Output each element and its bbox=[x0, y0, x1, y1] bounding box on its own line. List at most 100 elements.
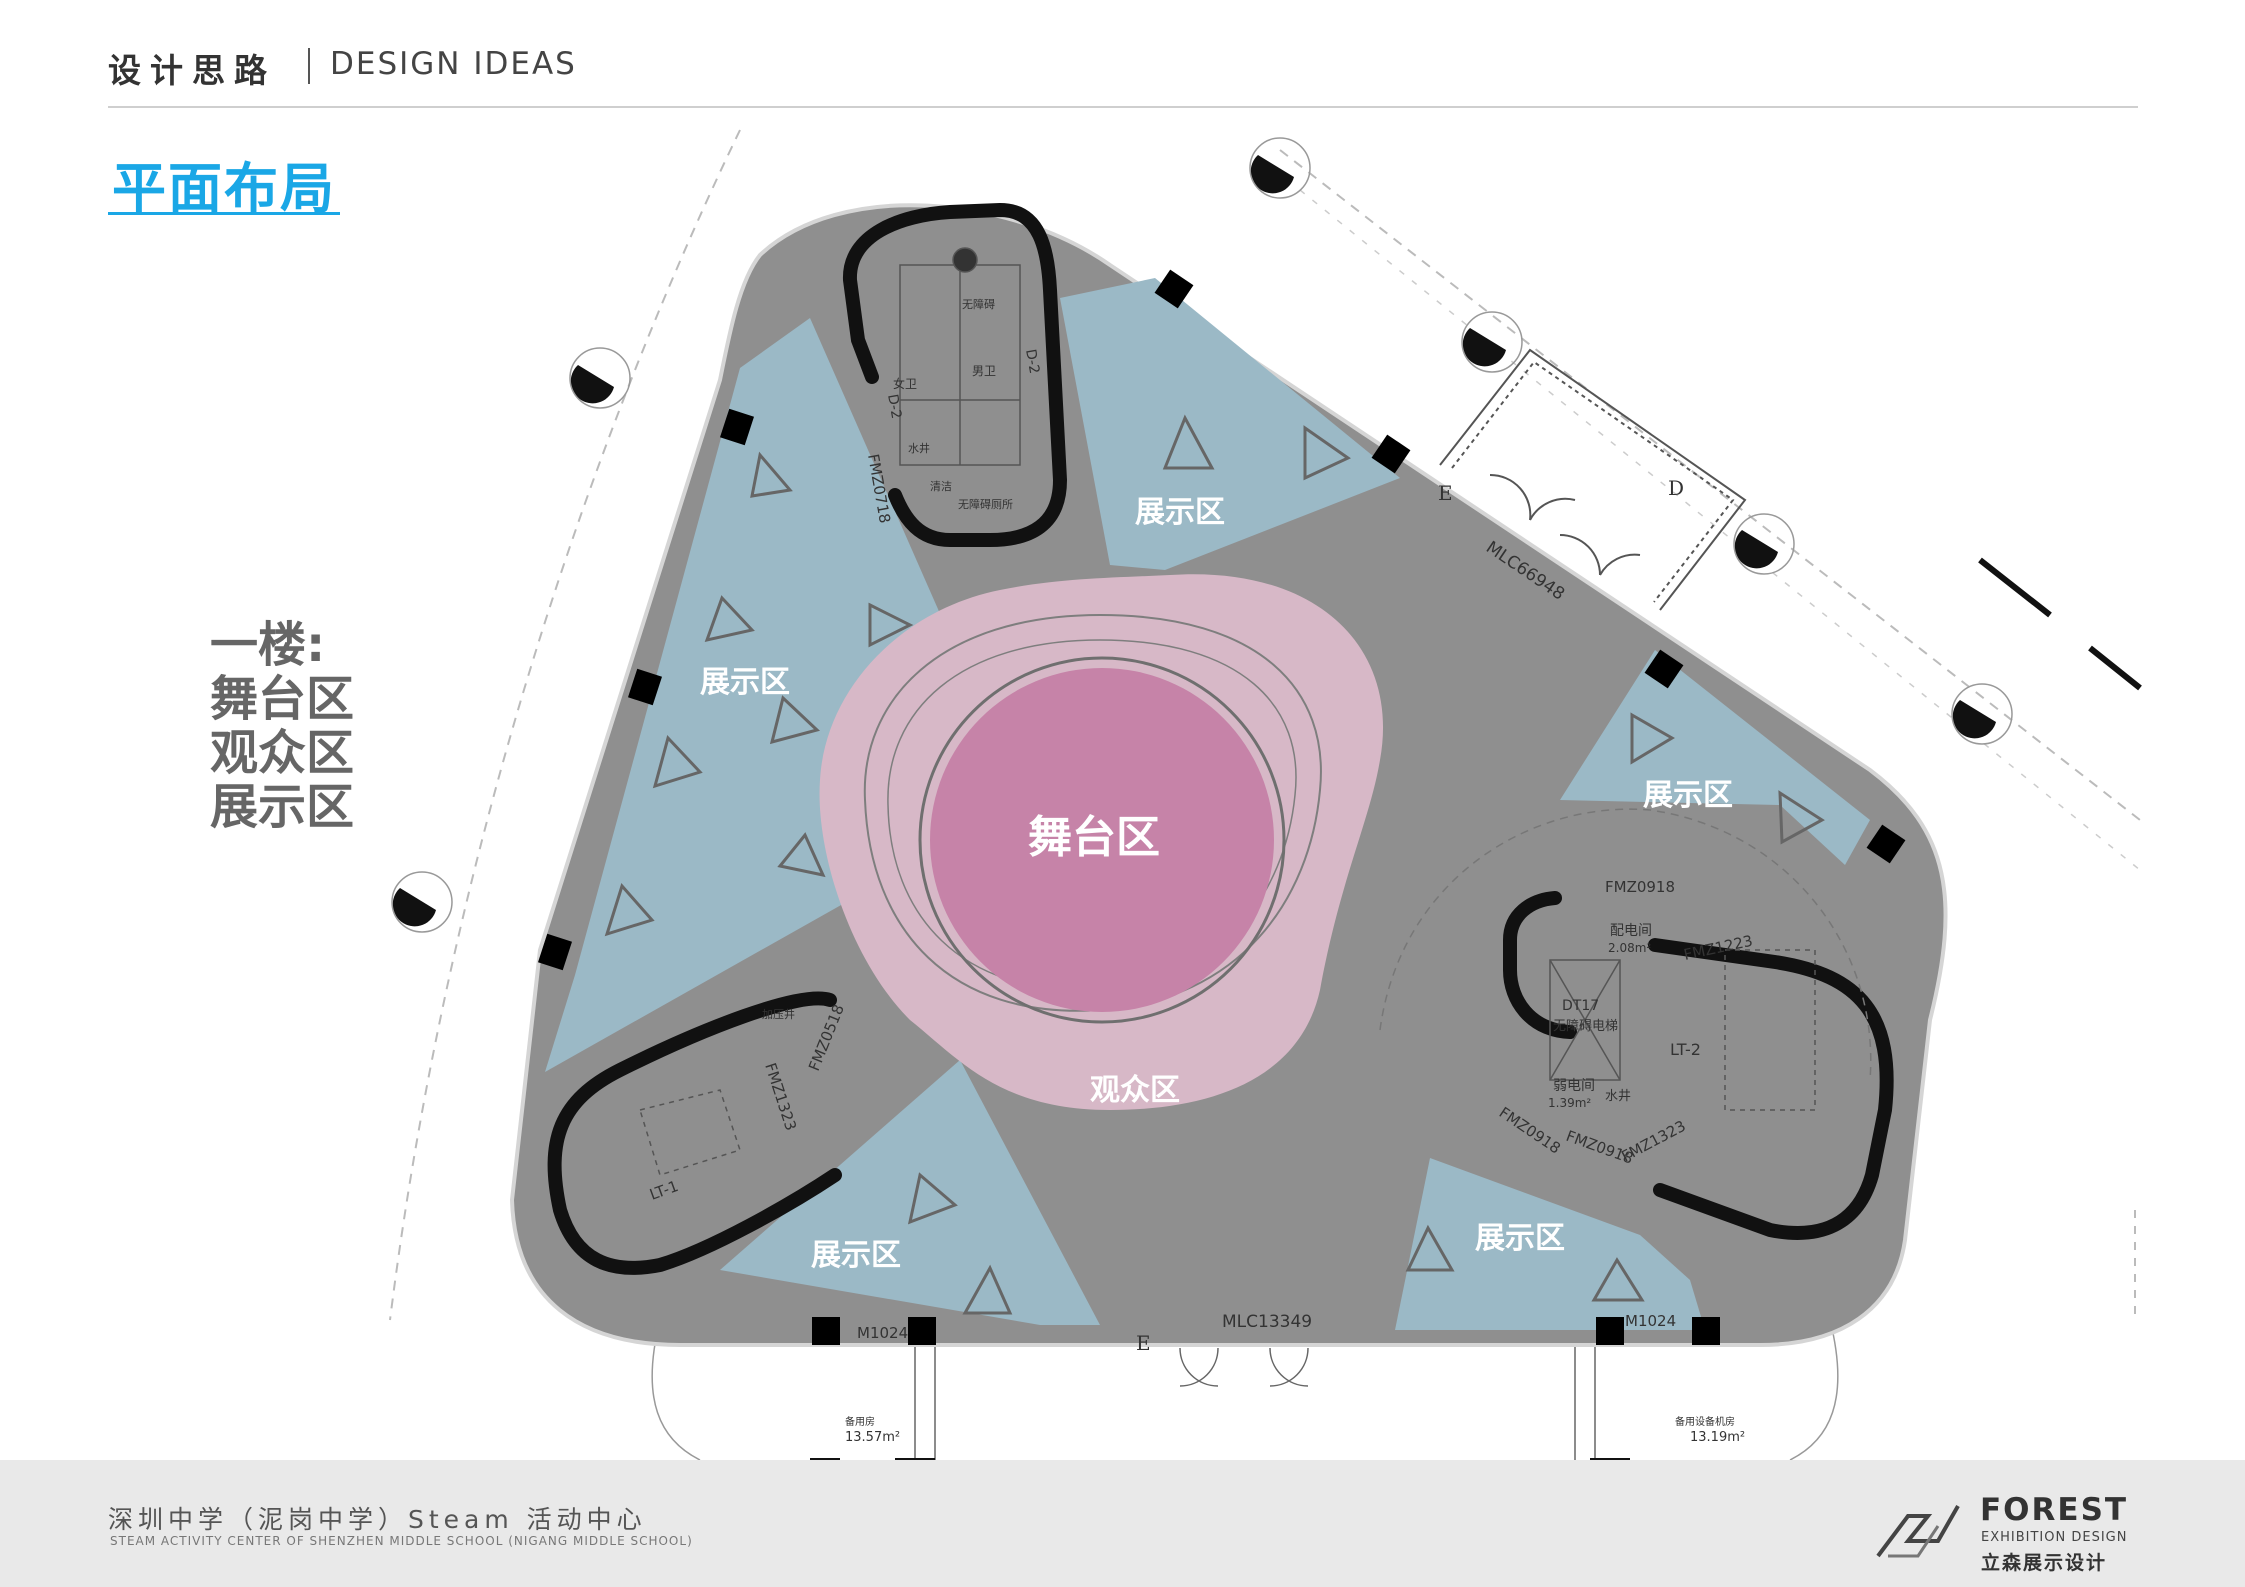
dash-mark-1 bbox=[1978, 557, 2052, 618]
column bbox=[720, 408, 754, 446]
exhibit-zone-bottom-left bbox=[720, 1060, 1100, 1325]
room-spare-right-area: 13.19m² bbox=[1690, 1430, 1745, 1445]
triangle-marker bbox=[1778, 790, 1825, 845]
project-name-cn: 深圳中学（泥岗中学）Steam 活动中心 bbox=[108, 1505, 647, 1534]
triangle-marker bbox=[1303, 425, 1351, 481]
audience-label: 观众区 bbox=[1090, 1073, 1180, 1108]
floor-area-1: 舞台区 bbox=[210, 671, 355, 727]
column bbox=[908, 1317, 936, 1345]
triangle-marker bbox=[777, 832, 826, 878]
column bbox=[538, 933, 572, 971]
door-code-fmz0918-top: FMZ0918 bbox=[1605, 878, 1675, 896]
triangle-marker bbox=[704, 595, 755, 643]
dash-mark-2 bbox=[2088, 645, 2142, 691]
column bbox=[1154, 269, 1194, 309]
toilet-core-wall bbox=[843, 202, 1068, 547]
stage-ring bbox=[918, 656, 1286, 1024]
window-code-mlc13349: MLC13349 bbox=[1222, 1312, 1312, 1332]
axis-e-bottom: E bbox=[1136, 1331, 1151, 1355]
axis-d: D bbox=[1668, 476, 1684, 500]
exhibit-zone-right bbox=[1560, 650, 1870, 865]
triangle-marker bbox=[604, 883, 655, 937]
room-accessible-wc: 无障碍厕所 bbox=[958, 497, 1013, 511]
room-weak-area: 1.39m² bbox=[1548, 1096, 1591, 1110]
triangle-marker bbox=[652, 735, 703, 789]
room-power: 配电间 bbox=[1610, 923, 1652, 939]
interior-lines bbox=[639, 247, 1872, 1176]
bottom-entrance bbox=[651, 1319, 1839, 1460]
section-underline bbox=[108, 212, 340, 215]
triangle-marker bbox=[1405, 1224, 1455, 1272]
stair-core-left-wall bbox=[547, 991, 842, 1275]
logo-word: FOREST bbox=[1980, 1492, 2129, 1528]
stair-core-right-wall bbox=[1503, 891, 1577, 1039]
project-name-en: STEAM ACTIVITY CENTER OF SHENZHEN MIDDLE… bbox=[110, 1534, 693, 1548]
triangle-marker bbox=[1162, 414, 1215, 470]
room-weak: 弱电间 bbox=[1553, 1078, 1595, 1094]
triangle-marker bbox=[962, 1264, 1013, 1315]
exhibit-label-bottom-left: 展示区 bbox=[811, 1238, 901, 1273]
room-male-wc: 男卫 bbox=[972, 364, 996, 378]
logo-mark bbox=[1876, 1505, 1960, 1558]
floor-area-2: 观众区 bbox=[210, 725, 355, 781]
triangle-marker bbox=[868, 602, 914, 648]
title-divider bbox=[308, 48, 310, 84]
room-water-left: 水井 bbox=[908, 441, 930, 455]
floor-heading: 一楼: bbox=[210, 617, 326, 673]
exhibit-label-left: 展示区 bbox=[700, 665, 790, 700]
tree-icon bbox=[570, 365, 614, 404]
tree-icon bbox=[1952, 700, 1996, 739]
company-logo: FOREST EXHIBITION DESIGN 立森展示设计 bbox=[1868, 1482, 2148, 1574]
entrance-canopy bbox=[1439, 348, 1747, 611]
exhibit-label-top: 展示区 bbox=[1135, 495, 1225, 530]
tree-icon bbox=[1250, 155, 1294, 194]
column bbox=[628, 668, 662, 706]
triangle-marker bbox=[1630, 712, 1675, 765]
exhibit-zone-top bbox=[1060, 278, 1400, 570]
door-code-m1024-right: M1024 bbox=[1625, 1312, 1676, 1330]
site-boundary-right bbox=[1279, 149, 2141, 821]
tree-icon bbox=[1462, 328, 1506, 367]
triangle-marker bbox=[907, 1172, 958, 1225]
stage-label: 舞台区 bbox=[1028, 812, 1160, 863]
column bbox=[1692, 1317, 1720, 1345]
room-accessible-top: 无障碍 bbox=[962, 297, 995, 311]
triangle-marker bbox=[769, 695, 820, 745]
floor-area-3: 展示区 bbox=[210, 779, 355, 835]
column bbox=[812, 1317, 840, 1345]
column bbox=[1596, 1317, 1624, 1345]
footer: 深圳中学（泥岗中学）Steam 活动中心 STEAM ACTIVITY CENT… bbox=[0, 1460, 2245, 1587]
site-boundary-right-2 bbox=[1299, 189, 2141, 871]
exhibit-label-right: 展示区 bbox=[1643, 778, 1733, 813]
elevator-code: DT17 bbox=[1562, 998, 1599, 1014]
exhibit-label-bottom-right: 展示区 bbox=[1475, 1221, 1565, 1256]
door-code-d2-b: D-2 bbox=[1022, 348, 1042, 375]
column bbox=[1371, 434, 1411, 474]
stair-core-right-wall-2 bbox=[1648, 938, 1894, 1240]
section-title: 平面布局 bbox=[112, 157, 336, 220]
room-janitor: 清洁 bbox=[930, 480, 952, 493]
floor-plan: 舞台区 观众区 展示区 展示区 展示区 展示区 展示区 FMZ0718 MLC6… bbox=[389, 129, 2142, 1460]
header-rule bbox=[108, 106, 2138, 108]
room-spare-left-area: 13.57m² bbox=[845, 1430, 900, 1445]
exhibit-markers bbox=[604, 414, 1825, 1315]
room-spare-left: 备用房 bbox=[845, 1415, 875, 1428]
elevator-label: 无障碍电梯 bbox=[1553, 1019, 1618, 1034]
room-smoke-shaft: 加压井 bbox=[762, 1007, 795, 1021]
zone-labels: 舞台区 观众区 展示区 展示区 展示区 展示区 展示区 bbox=[700, 495, 1733, 1273]
room-spare-right: 备用设备机房 bbox=[1675, 1415, 1735, 1428]
room-female-wc: 女卫 bbox=[893, 376, 917, 391]
room-water-right: 水井 bbox=[1605, 1089, 1631, 1104]
stage-area bbox=[930, 668, 1274, 1012]
core-walls bbox=[547, 202, 1894, 1275]
logo-subtitle: EXHIBITION DESIGN bbox=[1981, 1530, 2128, 1545]
page-title-en: DESIGN IDEAS bbox=[330, 46, 577, 82]
structural-columns bbox=[538, 269, 1906, 1345]
logo-cn: 立森展示设计 bbox=[1981, 1552, 2108, 1574]
door-code-d2-a: D-2 bbox=[884, 393, 904, 420]
tree-icon bbox=[1734, 530, 1778, 569]
axis-e-top: E bbox=[1438, 481, 1453, 505]
tree-icons bbox=[392, 155, 1996, 927]
tree-icon bbox=[392, 888, 436, 927]
page-title-cn: 设计思路 bbox=[108, 51, 276, 90]
